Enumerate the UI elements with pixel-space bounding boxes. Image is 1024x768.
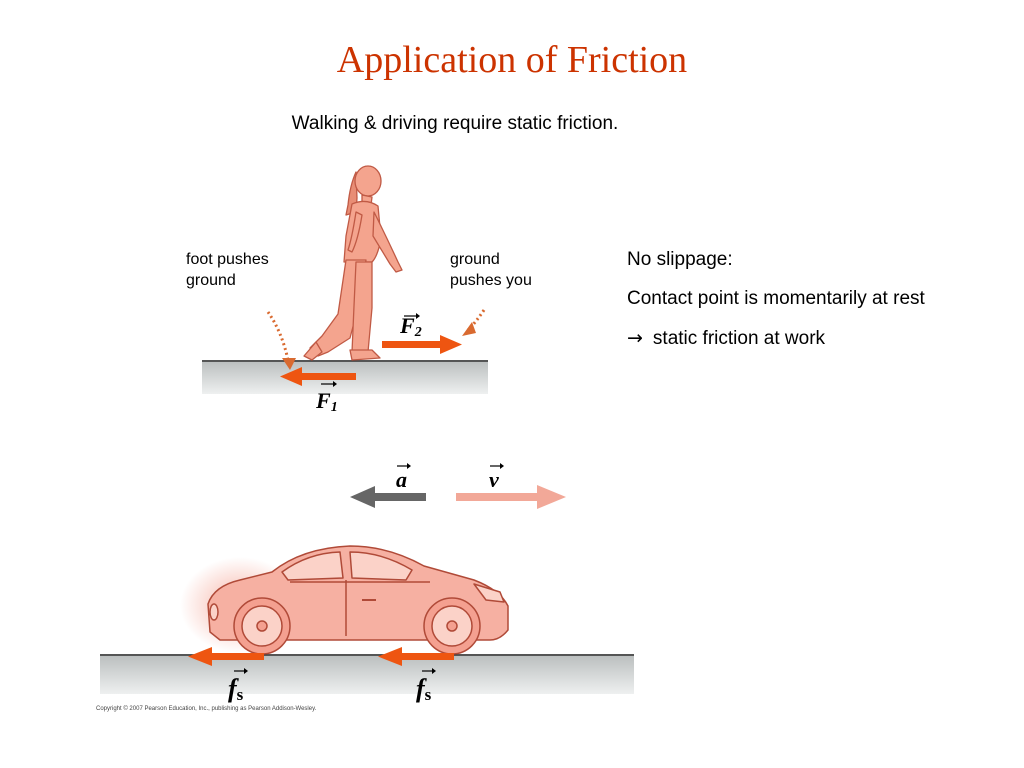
note-no-slippage: No slippage:: [627, 249, 733, 270]
friction-subscript: s: [237, 685, 244, 704]
vector-arrowhead-icon: [416, 313, 420, 319]
page-subtitle: Walking & driving require static frictio…: [291, 113, 619, 134]
note-contact-point: Contact point is momentarily at rest: [627, 288, 925, 309]
force-subscript: 1: [331, 400, 338, 415]
car-rear-wheel: [233, 597, 291, 655]
label-line: ground: [186, 272, 236, 289]
force-f2-label: F2: [399, 313, 422, 340]
force-arrow-f1: [280, 367, 356, 386]
velocity-arrow: [456, 485, 566, 509]
friction-arrow-rear: [188, 647, 264, 666]
friction-letter: f: [228, 674, 239, 703]
acceleration-arrow: [350, 486, 426, 508]
force-letter: F: [315, 388, 331, 413]
note-static-friction: → static friction at work: [627, 327, 925, 350]
force-arrow-f2: [382, 335, 462, 354]
vector-arrowhead-icon: [407, 463, 411, 469]
ground-pushes-you-label: ground pushes you: [450, 249, 570, 291]
label-line: foot pushes: [186, 251, 269, 268]
note-static-friction-text: static friction at work: [652, 328, 826, 349]
vector-arrowhead-icon: [333, 381, 337, 387]
label-line: ground: [450, 251, 500, 268]
car-front-wheel: [423, 597, 481, 655]
copyright-notice: Copyright © 2007 Pearson Education, Inc.…: [96, 706, 317, 712]
friction-subscript: s: [425, 685, 432, 704]
force-letter: F: [399, 313, 415, 338]
page-title: Application of Friction: [336, 39, 688, 81]
vector-arrowhead-icon: [432, 668, 436, 674]
notes-panel: No slippage: Contact point is momentaril…: [627, 249, 925, 367]
friction-rear-label: fs: [228, 674, 244, 704]
force-subscript: 2: [414, 325, 422, 340]
acceleration-label: a: [396, 467, 407, 492]
force-f1-label: F1: [315, 388, 338, 415]
velocity-label: v: [489, 467, 499, 492]
friction-front-label: fs: [416, 674, 432, 704]
vector-arrowhead-icon: [500, 463, 504, 469]
pointer-arrowhead-icon: [282, 358, 296, 370]
foot-pushes-ground-label: foot pushes ground: [186, 249, 306, 291]
pointer-arrowhead-icon: [462, 322, 476, 336]
foot-pushes-pointer: [266, 311, 290, 361]
right-arrow-icon: →: [627, 327, 643, 349]
vector-arrowhead-icon: [244, 668, 248, 674]
friction-arrow-front: [378, 647, 454, 666]
road-ground: [100, 654, 634, 694]
friction-letter: f: [416, 674, 427, 703]
walking-person-figure: [303, 165, 403, 361]
label-line: pushes you: [450, 272, 532, 289]
